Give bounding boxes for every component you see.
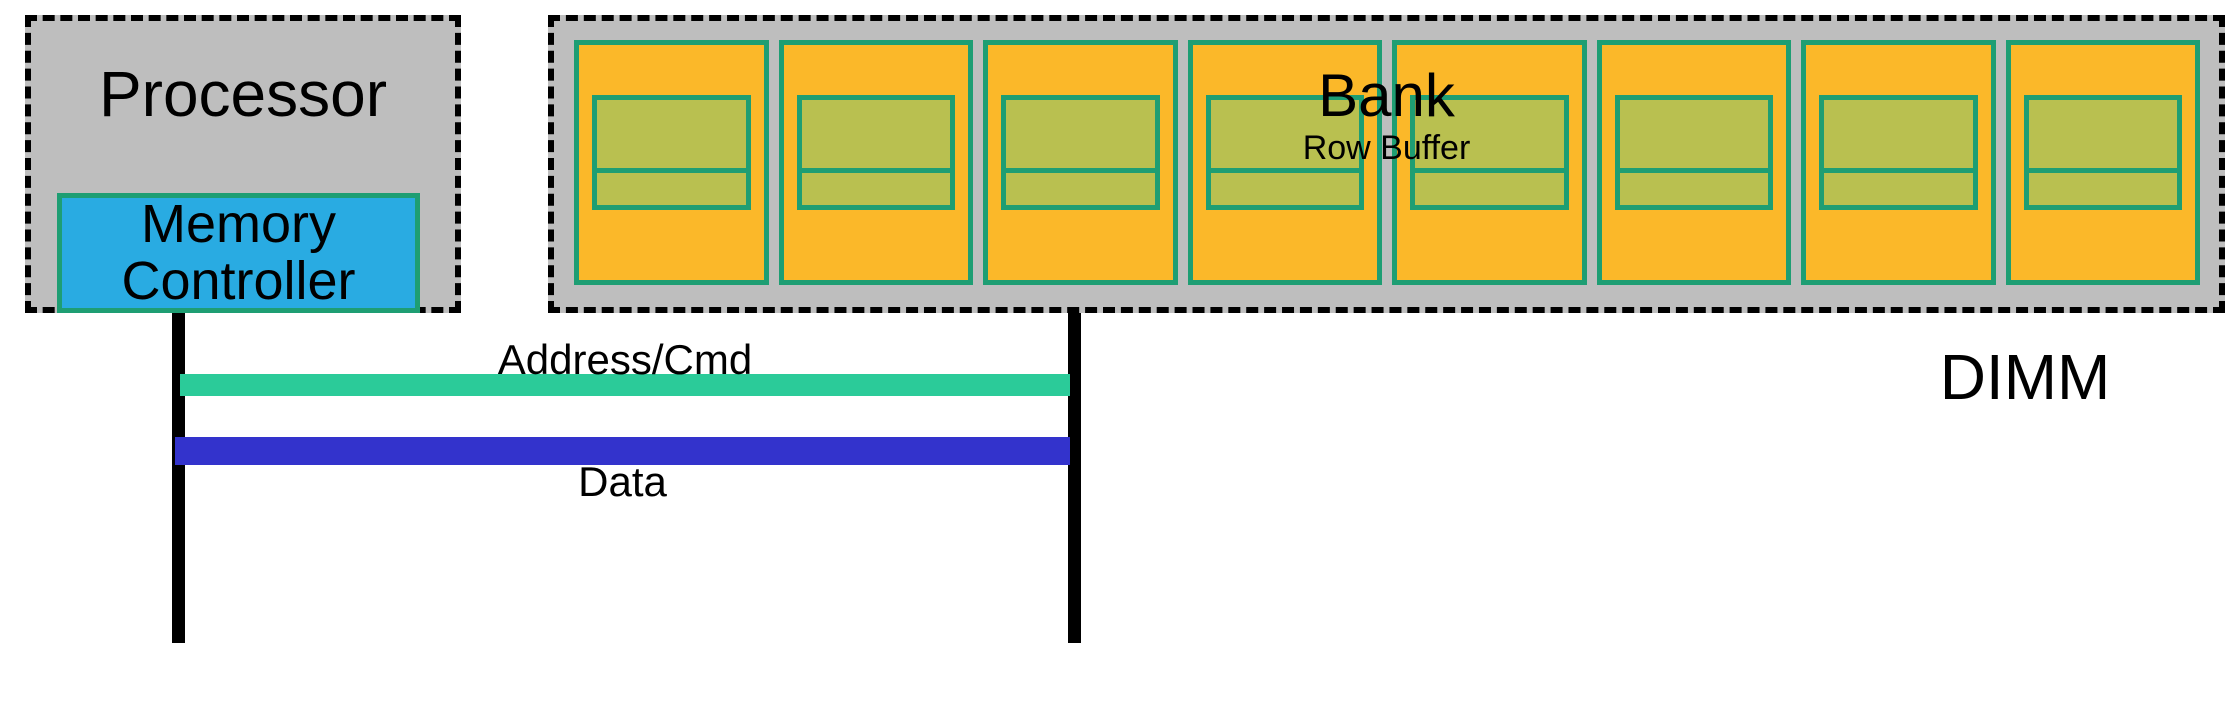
memory-controller-label-line1: Memory [140,193,336,254]
data-bus [175,437,1070,465]
row-buffer-5 [1410,95,1569,210]
row-buffer-7 [1819,95,1978,210]
row-buffer-3 [1001,95,1160,210]
memory-controller-block: Memory Controller [57,193,420,313]
row-buffer-2 [796,95,955,210]
data-bus-label: Data [578,458,667,505]
address-command-bus-label: Address/Cmd [497,336,753,383]
row-buffer-label: Row Buffer [1302,129,1471,167]
bank-array [574,40,2200,285]
address-command-bus [180,374,1070,396]
memory-controller-label-line2: Controller [121,251,356,311]
dimm-label: DIMM [1939,341,2111,413]
row-buffer-4 [1205,95,1364,210]
processor-label: Processor [98,58,388,130]
dimm-bus-stub [1068,313,1081,643]
row-buffer-1 [592,95,751,210]
row-buffer-6 [1614,95,1773,210]
bank-label: Bank [1318,62,1455,129]
row-buffer-8 [2023,95,2182,210]
